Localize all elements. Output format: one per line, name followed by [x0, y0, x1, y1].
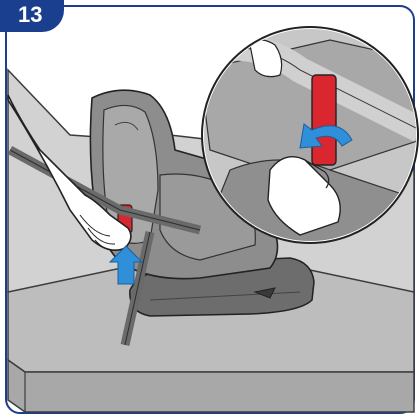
step-badge: 13 — [0, 0, 64, 32]
detail-magnifier — [200, 25, 420, 245]
belt-release-lever-detail — [312, 75, 336, 165]
step-number: 13 — [18, 2, 42, 28]
